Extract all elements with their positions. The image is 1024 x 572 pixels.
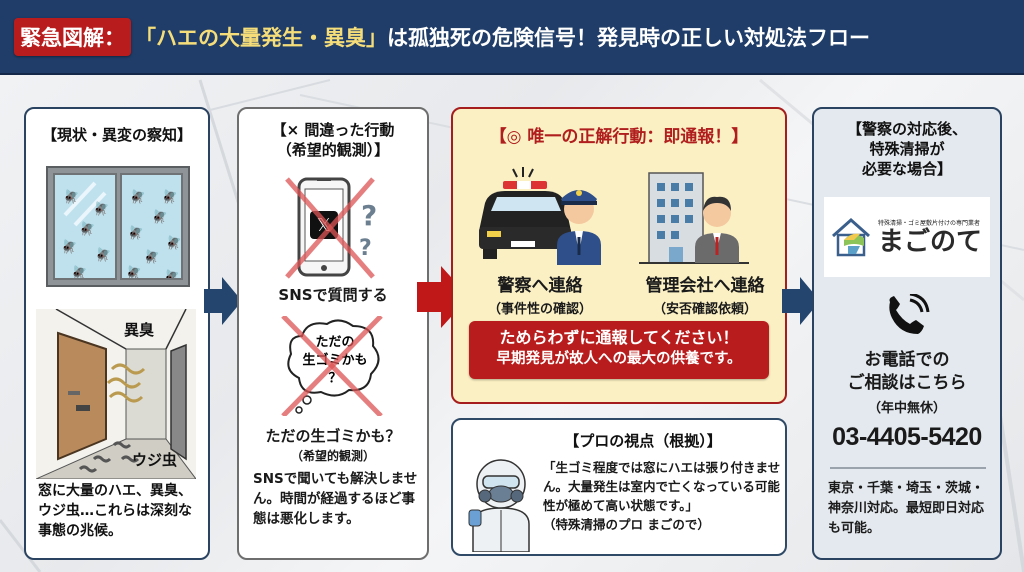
fly-icon: 🪰 (151, 210, 168, 225)
divider (830, 467, 986, 469)
smell-label: 異臭 (124, 321, 155, 339)
open-all-year-label: （年中無休） (867, 401, 946, 416)
step-correct-action-panel: 【◎ 唯一の正解行動：即通報！】 (451, 107, 787, 404)
special-cleaning-title: 【警察の対応後、 特殊清掃が 必要な場合】 (846, 120, 967, 178)
fly-icon: 🪰 (127, 226, 144, 241)
window-pane-left: 🪰 🪰 🪰 🪰 🪰 🪰 (53, 173, 117, 280)
logo-name: まごのて (878, 226, 983, 257)
step-correct-title: 【◎ 唯一の正解行動：即通報！】 (489, 127, 749, 147)
header-title: は孤独死の危険信号！発見時の正しい対処法フロー (387, 25, 870, 50)
svg-text:ただの: ただの (315, 335, 354, 350)
contact-police: 警察へ連絡 （事件性の確認） (487, 276, 592, 317)
fly-icon: 🪰 (129, 190, 146, 205)
step-wrong-description: SNSで聞いても解決しません。時間が経過するほど事態は悪化します。 (253, 471, 418, 527)
fly-icon: 🪰 (79, 222, 96, 237)
fly-icon: 🪰 (163, 270, 180, 280)
pro-view-attribution: （特殊清掃のプロ まごので） (543, 517, 710, 532)
pro-view-title: 【プロの視点（根拠）】 (564, 432, 722, 450)
window-pane-right: 🪰 🪰 🪰 🪰 🪰 🪰 🪰 🪰 (119, 173, 183, 280)
fly-icon: 🪰 (95, 248, 112, 263)
hazmat-worker-illustration (468, 459, 530, 552)
logo-tagline: 特殊清掃・ゴミ屋敷片付けの専門業者 (878, 219, 981, 227)
phone-number-link[interactable]: 03-4405-5420 (832, 423, 982, 451)
fly-icon: 🪰 (143, 250, 160, 265)
fly-icon: 🪰 (63, 190, 80, 205)
wishful-thinking-label: （希望的観測） (290, 449, 375, 463)
house-logo-icon (832, 217, 870, 257)
call-prompt: お電話での ご相談はこちら (847, 350, 967, 393)
smartphone-x-app-illustration: 𝕏 ? ? (285, 177, 377, 279)
office-building-manager-illustration (639, 172, 749, 264)
pro-view-panel: 【プロの視点（根拠）】 「生ゴミ程度では窓にハエは張り付きません。大量発生は室内… (451, 418, 787, 556)
sns-question-label: SNSで質問する (278, 286, 388, 304)
service-area-text: 東京・千葉・埼玉・茨城・神奈川対応。最短即日対応も可能。 (828, 481, 985, 536)
emergency-tag: 緊急図解： (14, 17, 131, 56)
pro-view-quote: 「生ゴミ程度では窓にハエは張り付きません。大量発生は室内で亡くなっている可能性が… (543, 460, 781, 532)
step-detect-description: 窓に大量のハエ、異臭、ウジ虫…これらは深刻な事態の兆候。 (38, 483, 192, 539)
step-detect-panel: 【現状・異変の察知】 🪰 🪰 🪰 🪰 🪰 🪰 🪰 🪰 🪰 🪰 🪰 🪰 🪰 🪰 (24, 107, 210, 560)
fly-icon: 🪰 (93, 202, 110, 217)
special-cleaning-panel: 【警察の対応後、 特殊清掃が 必要な場合】 特殊清掃・ゴミ屋敷片付けの専門業者 … (812, 107, 1002, 560)
arrow-right-red-icon (417, 266, 469, 328)
fly-icon: 🪰 (161, 190, 178, 205)
maggots-label: ウジ虫 (132, 451, 178, 469)
garbage-assumption-label: ただの生ゴミかも？ (265, 427, 401, 445)
fly-icon: 🪰 (125, 266, 142, 280)
contact-management-company: 管理会社へ連絡 （安否確認依頼） (645, 276, 765, 317)
fly-icon: 🪰 (71, 266, 88, 280)
arrow-right-icon (204, 277, 242, 325)
arrow-right-icon (782, 277, 820, 325)
police-car-officer-illustration (479, 167, 601, 265)
svg-text:?: ? (361, 199, 377, 232)
phone-call-icon (889, 294, 930, 334)
window-with-flies-illustration: 🪰 🪰 🪰 🪰 🪰 🪰 🪰 🪰 🪰 🪰 🪰 🪰 🪰 🪰 (46, 166, 190, 287)
step-detect-title: 【現状・異変の察知】 (41, 126, 192, 144)
urge-report-banner: ためらわずに通報してください！ 早期発見が故人への最大の供養です。 (469, 321, 769, 379)
fly-icon: 🪰 (61, 240, 78, 255)
fly-icon: 🪰 (165, 236, 182, 251)
header-banner: 緊急図解： 「ハエの大量発生・異臭」 は孤独死の危険信号！発見時の正しい対処法フ… (0, 0, 1024, 75)
hallway-illustration: 異臭 ウジ虫 (36, 309, 196, 479)
svg-text:?: ? (359, 236, 372, 261)
header-highlight: 「ハエの大量発生・異臭」 (135, 25, 387, 50)
magonote-logo[interactable]: 特殊清掃・ゴミ屋敷片付けの専門業者 まごのて (824, 197, 990, 277)
step-wrong-action-panel: 【× 間違った行動 （希望的観測）】 𝕏 ? ? SNSで質問する ただの 生ゴ… (237, 107, 429, 560)
thought-bubble-illustration: ただの 生ゴミかも ？ (281, 316, 383, 416)
step-wrong-title: 【× 間違った行動 （希望的観測）】 (271, 121, 395, 159)
